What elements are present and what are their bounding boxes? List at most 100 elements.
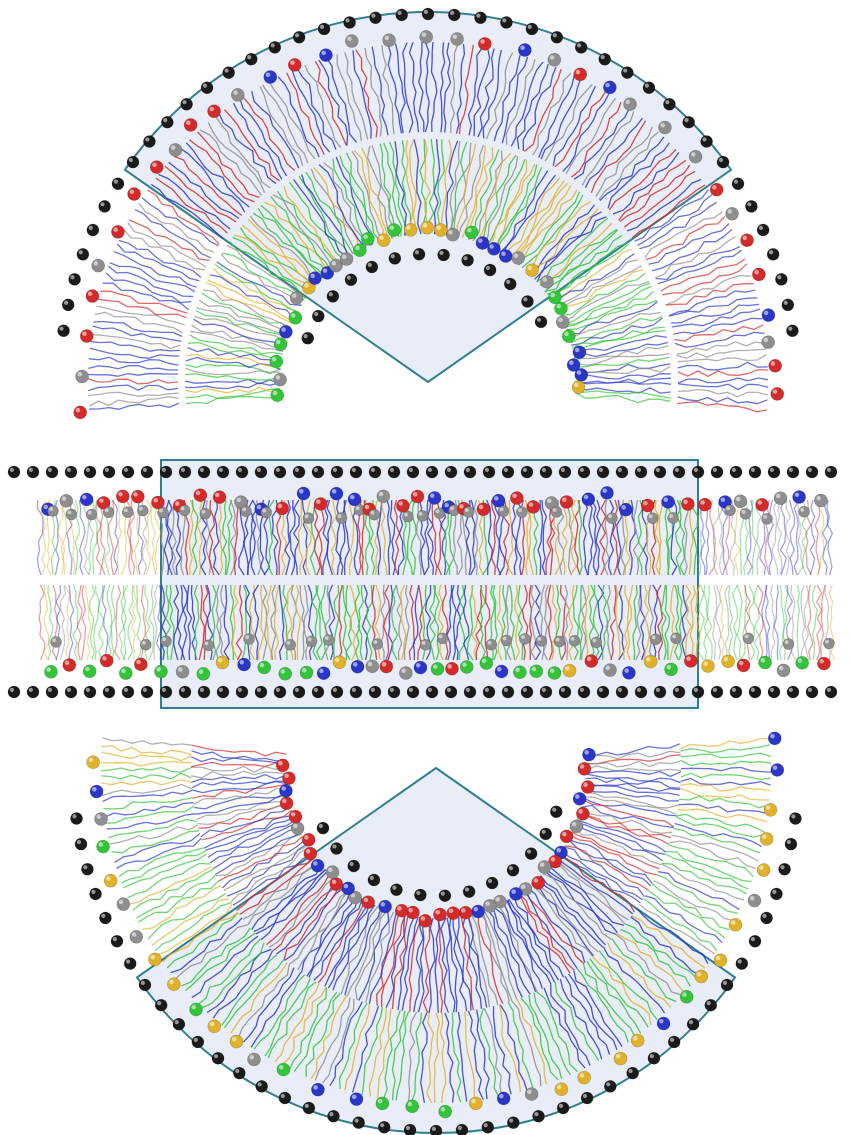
wall-bead-top-highlight <box>256 467 261 472</box>
lipid-tail <box>433 584 440 661</box>
headgroup-bottom-highlight <box>352 662 358 667</box>
headgroup-inner-highlight <box>556 303 561 309</box>
wall-bead-inner-highlight <box>440 891 445 896</box>
headgroup-bottom-highlight <box>319 668 324 674</box>
lipid-tail <box>184 378 281 385</box>
headgroup-inner <box>289 291 304 305</box>
lipid-tail <box>418 41 425 132</box>
lipid-tail <box>535 990 578 1073</box>
wall-bead-inner <box>388 252 402 265</box>
headgroup-outer-highlight <box>233 90 238 95</box>
headgroup-outer-highlight <box>209 106 215 112</box>
headgroup-inner-highlight <box>550 292 556 298</box>
headgroup-top-highlight <box>133 492 138 497</box>
lipid-tail <box>288 889 350 965</box>
headgroup-inner-highlight <box>278 760 283 766</box>
headgroup-top-highlight <box>546 498 552 504</box>
headgroup-outer-highlight <box>113 227 118 232</box>
lipid-tail <box>618 159 687 221</box>
headgroup-outer-highlight <box>407 1101 413 1107</box>
lipid-tail <box>676 813 766 833</box>
lipid-tail <box>462 914 483 1009</box>
lipid-tail <box>441 584 449 661</box>
lipid-tail <box>572 335 667 353</box>
lipid-tail <box>255 869 326 935</box>
lipid-tail <box>680 772 771 781</box>
headgroup-top <box>526 500 541 514</box>
headgroup-bottom-highlight <box>703 661 708 667</box>
lipid-tail <box>283 186 341 264</box>
lipid-tail <box>262 84 309 164</box>
lipid-tail <box>461 145 486 239</box>
lipid-tail <box>697 584 705 661</box>
wall-bead-bottom <box>368 685 382 699</box>
lipid-tail <box>187 346 282 363</box>
lipid-tail <box>826 499 834 576</box>
glycerol-bead <box>739 508 752 520</box>
wall-bead-outer-highlight <box>345 18 350 23</box>
lipid-tail <box>815 584 823 661</box>
lipid-tail <box>471 584 479 661</box>
wall-bead-outer <box>395 8 408 22</box>
headgroup-inner-highlight <box>473 906 479 912</box>
wall-bead-outer <box>211 1051 225 1065</box>
lipid-tail <box>691 499 699 576</box>
headgroup-bottom <box>237 657 251 672</box>
headgroup-top <box>661 495 675 509</box>
wall-bead-inner-highlight <box>416 890 421 896</box>
wall-bead-bottom <box>463 685 477 699</box>
lipid-tail <box>173 584 180 661</box>
wall-bead-outer <box>61 298 75 312</box>
lipid-tail <box>673 317 763 335</box>
wall-bead-top-highlight <box>788 467 794 472</box>
lipid-tail <box>511 499 518 576</box>
lipid-tail <box>481 910 513 1002</box>
lipid-tail <box>585 743 681 756</box>
headgroup-outer-highlight <box>527 1089 532 1095</box>
lipid-tail <box>236 855 315 911</box>
lipid-tail <box>446 585 453 661</box>
lipid-tail <box>643 897 718 952</box>
lipid-tail <box>493 54 521 142</box>
lipid-tail <box>100 290 188 314</box>
headgroup-inner-highlight <box>310 273 315 279</box>
lipid-tail <box>273 584 280 661</box>
lipid-tail <box>571 831 660 870</box>
headgroup-top <box>212 490 227 504</box>
lipid-tail <box>629 499 636 576</box>
lipid-tail <box>549 243 629 299</box>
wall-bead-top-highlight <box>522 467 528 472</box>
wall-bead-bottom-highlight <box>123 687 128 693</box>
lipid-tail <box>571 326 665 349</box>
headgroup-outer-highlight <box>770 361 776 366</box>
headgroup-outer <box>728 918 743 932</box>
lipid-tail <box>545 234 623 293</box>
headgroup-inner-highlight <box>271 357 277 362</box>
lipid-tail <box>408 917 423 1012</box>
headgroup-inner-highlight <box>520 884 526 889</box>
wall-bead-outer-highlight <box>128 157 133 163</box>
lipid-tail <box>508 584 516 661</box>
wall-bead-bottom <box>691 685 705 699</box>
headgroup-top-highlight <box>720 497 726 502</box>
lipid-tail <box>221 954 278 1026</box>
lipid-tail <box>147 189 220 245</box>
lipid-tail <box>761 584 768 661</box>
lipid-tail <box>524 888 585 964</box>
glycerol-bead <box>462 506 475 518</box>
wall-bead-bottom <box>349 685 363 699</box>
lipid-tail <box>208 499 216 576</box>
headgroup-outer <box>319 48 333 62</box>
lipid-tail <box>595 126 654 197</box>
headgroup-outer-highlight <box>452 34 458 40</box>
lipid-tail <box>423 138 431 235</box>
wall-bead-bottom <box>558 685 572 699</box>
headgroup-inner <box>471 904 485 919</box>
wall-bead-outer <box>292 31 306 44</box>
headgroup-top-highlight <box>214 492 220 498</box>
headgroup-inner-highlight <box>406 225 411 230</box>
lipid-tail <box>193 584 200 661</box>
lipid-tail <box>253 974 306 1050</box>
lipid-tail <box>584 789 679 802</box>
wall-bead-inner <box>534 315 548 329</box>
